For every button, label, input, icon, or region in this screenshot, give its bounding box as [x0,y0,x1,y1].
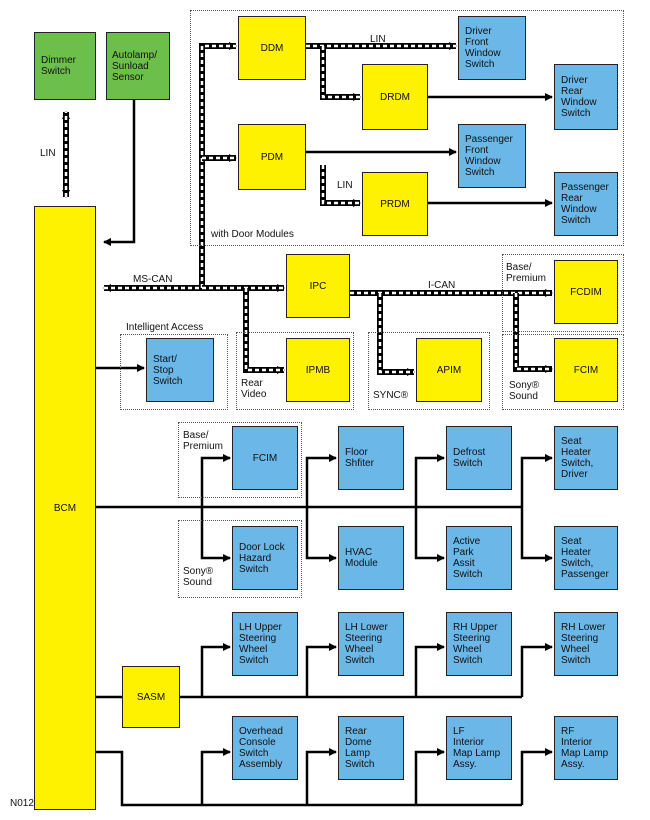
fcdim-module: FCDIM [554,260,618,324]
overhead-console-label: Overhead Console Switch Assembly [239,726,283,770]
lf-map-lamp: LF Interior Map Lamp Assy. [446,716,512,780]
seat-heater-driver-label: Seat Heater Switch, Driver [561,436,594,480]
ipc-label: IPC [309,280,327,292]
seat-heater-passenger-switch: Seat Heater Switch, Passenger [554,526,618,590]
rh-lower-label: RH Lower Steering Wheel Switch [561,622,606,666]
lh-lower-steering-switch: LH Lower Steering Wheel Switch [338,612,404,676]
sony-mid-label: Sony® Sound [183,566,214,588]
floor-shifter-label: Floor Shfiter [345,447,374,469]
fcim-mid-switch: FCIM [232,426,298,490]
bcm-module: BCM [34,206,96,810]
fcim-top-module: FCIM [554,338,618,402]
prdm-label: PRDM [380,198,410,210]
rear-video-label: Rear Video [241,378,267,400]
prdm-module: PRDM [362,172,428,236]
fcdim-group [502,254,624,332]
rear-video-group [236,332,354,410]
sasm-module: SASM [122,666,180,728]
passenger-rear-window-label: Passenger Rear Window Switch [561,182,609,226]
autolamp-sensor: Autolamp/ Sunload Sensor [106,32,170,100]
active-park-assist-switch: Active Park Assit Switch [446,526,512,590]
sync-label: SYNC® [373,390,409,401]
start-stop-label: Start/ Stop Switch [153,353,183,387]
lh-upper-steering-switch: LH Upper Steering Wheel Switch [232,612,298,676]
door-modules-label: with Door Modules [211,229,294,240]
passenger-front-window-label: Passenger Front Window Switch [465,134,513,178]
defrost-switch: Defrost Switch [446,426,512,490]
ddm-label: DDM [260,42,284,54]
pdm-label: PDM [260,151,284,163]
seat-heater-passenger-label: Seat Heater Switch, Passenger [561,536,609,580]
door-lock-hazard-label: Door Lock Hazard Switch [239,541,285,575]
ddm-module: DDM [238,16,306,80]
rear-dome-lamp-switch: Rear Dome Lamp Switch [338,716,404,780]
fcim-mid-group [178,422,302,498]
i-can-label: I-CAN [428,280,456,291]
ipmb-label: IPMB [305,364,331,376]
lf-map-label: LF Interior Map Lamp Assy. [453,726,501,770]
fcim-mid-label: FCIM [252,452,278,464]
rear-dome-label: Rear Dome Lamp Switch [345,726,375,770]
dimmer-switch-label: Dimmer Switch [41,55,76,77]
floor-shifter-switch: Floor Shfiter [338,426,404,490]
lin-label-bcm: LIN [40,148,56,159]
rh-upper-label: RH Upper Steering Wheel Switch [453,622,498,666]
base-premium-mid-label: Base/ Premium [183,430,224,452]
ipmb-module: IPMB [286,338,350,402]
ms-can-label: MS-CAN [133,274,173,285]
seat-heater-driver-switch: Seat Heater Switch, Driver [554,426,618,490]
driver-rear-window-label: Driver Rear Window Switch [561,75,597,119]
bcm-label: BCM [53,502,77,514]
fcim-top-label: FCIM [573,364,599,376]
base-premium-top-label: Base/ Premium [506,262,547,284]
rf-map-lamp: RF Interior Map Lamp Assy. [554,716,618,780]
drdm-label: DRDM [380,91,410,103]
intelligent-access-label: Intelligent Access [126,322,204,333]
dimmer-switch: Dimmer Switch [34,32,96,100]
fcim-sony-top-group [502,334,624,410]
autolamp-sensor-label: Autolamp/ Sunload Sensor [112,49,158,83]
lh-upper-label: LH Upper Steering Wheel Switch [239,622,282,666]
apim-module: APIM [416,338,482,402]
hardwire-lines [96,93,553,807]
active-park-assist-label: Active Park Assit Switch [453,536,483,580]
pdm-module: PDM [238,124,306,190]
door-lock-hazard-switch: Door Lock Hazard Switch [232,526,298,590]
sync-group [368,332,490,410]
lin-label-ddm: LIN [370,34,386,45]
lh-lower-label: LH Lower Steering Wheel Switch [345,622,388,666]
sasm-label: SASM [136,691,166,703]
rf-map-label: RF Interior Map Lamp Assy. [561,726,609,770]
rh-upper-steering-switch: RH Upper Steering Wheel Switch [446,612,512,676]
driver-front-window-switch: Driver Front Window Switch [458,16,526,80]
driver-rear-window-switch: Driver Rear Window Switch [554,64,618,130]
bus-lines [62,42,553,376]
start-stop-switch: Start/ Stop Switch [146,338,214,402]
hvac-label: HVAC Module [345,547,378,569]
passenger-rear-window-switch: Passenger Rear Window Switch [554,172,618,236]
driver-front-window-label: Driver Front Window Switch [465,26,501,70]
drdm-module: DRDM [362,64,428,130]
figure-id: N0126035 [10,798,56,809]
intelligent-access-group [120,334,228,410]
lin-label-pdm: LIN [337,180,353,191]
overhead-console-switch: Overhead Console Switch Assembly [232,716,298,780]
ipc-module: IPC [286,254,350,318]
sony-top-label: Sony® Sound [509,380,540,402]
rh-lower-steering-switch: RH Lower Steering Wheel Switch [554,612,618,676]
fcdim-label: FCDIM [570,286,602,298]
sony-mid-group [178,520,302,598]
door-modules-group [190,10,624,246]
defrost-label: Defrost Switch [453,447,486,469]
apim-label: APIM [436,364,462,376]
passenger-front-window-switch: Passenger Front Window Switch [458,124,526,188]
hvac-module: HVAC Module [338,526,404,590]
